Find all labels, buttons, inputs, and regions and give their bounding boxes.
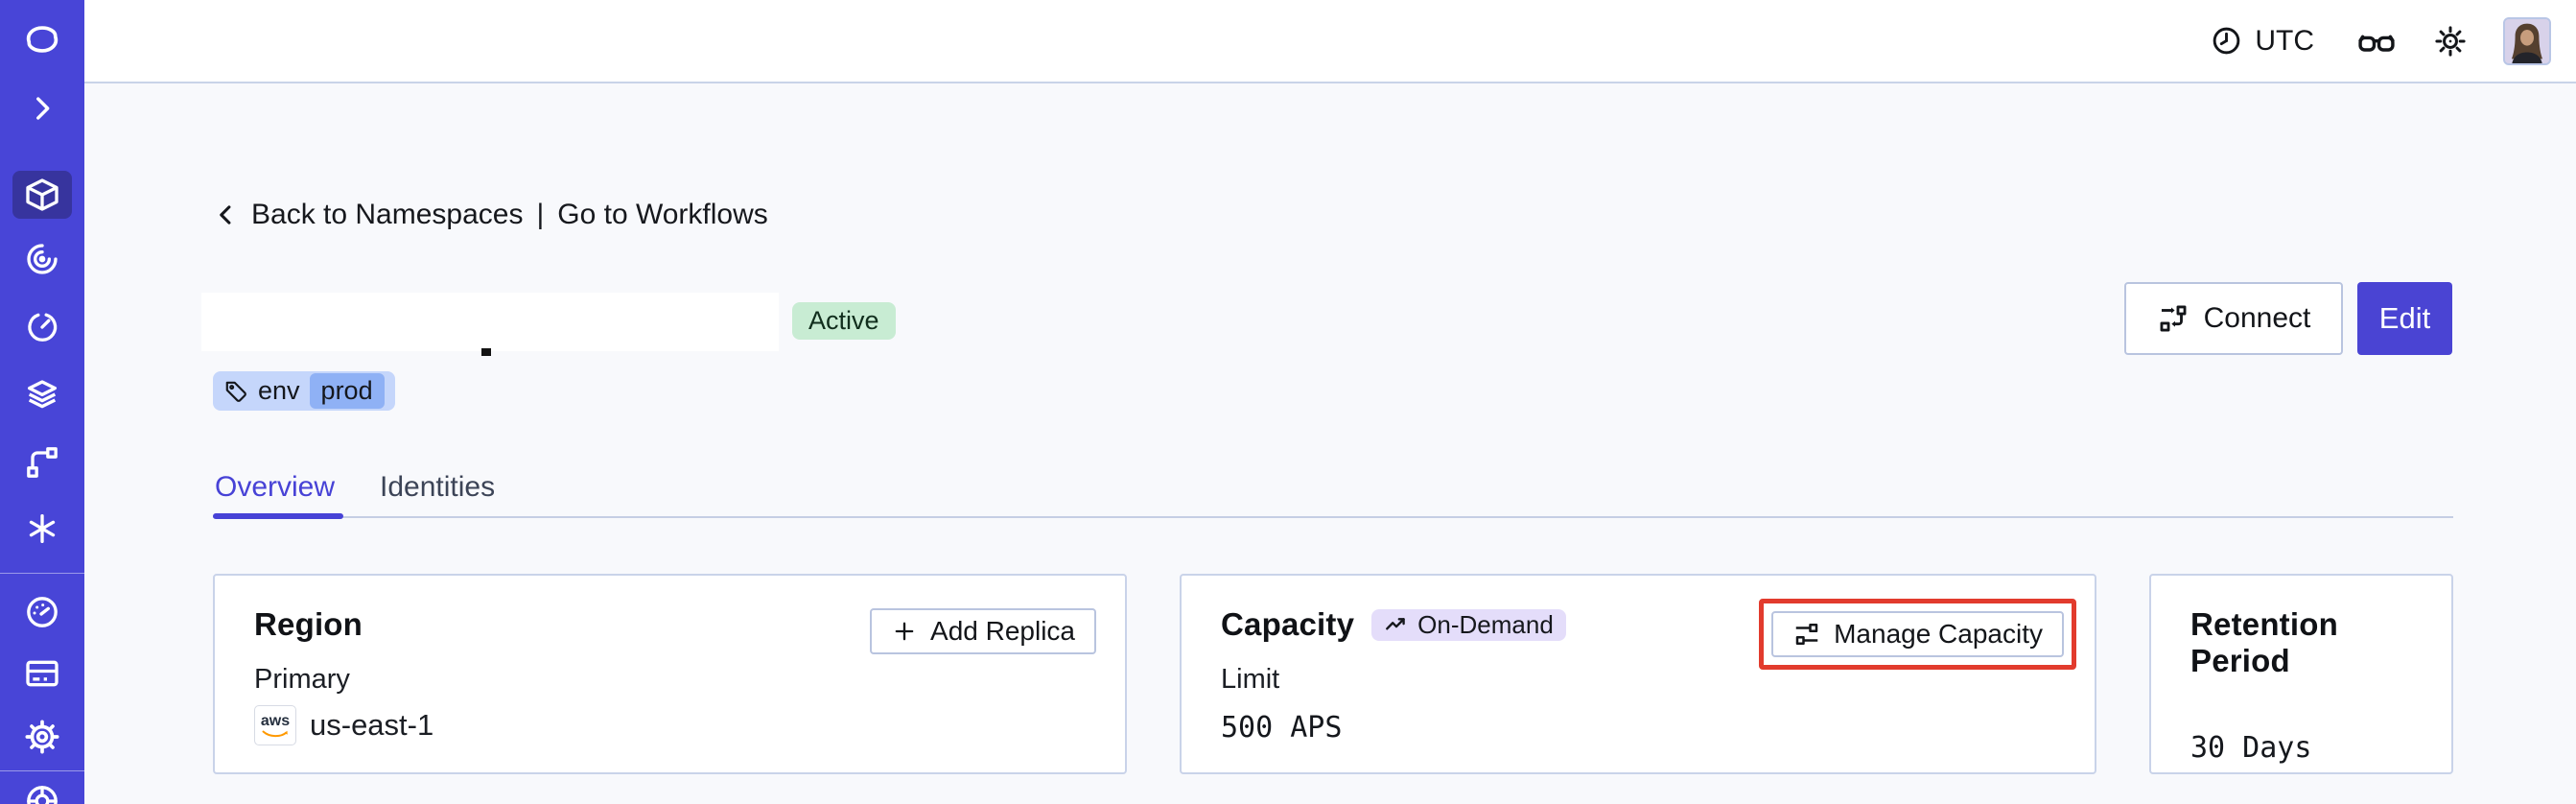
schedules-timer-icon	[23, 308, 61, 346]
clock-icon	[2211, 25, 2242, 57]
back-to-namespaces-link[interactable]: Back to Namespaces	[213, 199, 523, 231]
glasses-icon	[2355, 24, 2398, 59]
tag-value: prod	[309, 373, 385, 409]
topbar: UTC	[84, 0, 2576, 83]
sidebar-item-help[interactable]	[19, 778, 65, 804]
sidebar-divider	[0, 573, 84, 574]
sidebar-item-batch[interactable]	[19, 439, 65, 485]
namespaces-cube-icon	[23, 176, 61, 214]
sidebar	[0, 0, 84, 804]
usage-gauge-icon	[23, 593, 61, 631]
plus-icon	[891, 618, 918, 645]
nexus-iris-icon	[23, 240, 61, 278]
tab-bar: Overview Identities	[215, 471, 495, 504]
sidebar-item-home[interactable]	[19, 16, 65, 62]
limit-label: Limit	[1221, 664, 1280, 695]
namespace-name-descender	[481, 348, 491, 356]
breadcrumb: Back to Namespaces | Go to Workflows	[213, 194, 768, 236]
timezone-label: UTC	[2255, 24, 2314, 57]
workflows-link-label: Go to Workflows	[557, 199, 768, 230]
tag-icon	[223, 379, 248, 404]
primary-label: Primary	[254, 664, 350, 695]
sidebar-item-nexus[interactable]	[19, 236, 65, 282]
aws-provider-badge: aws	[254, 705, 296, 745]
manage-capacity-button[interactable]: Manage Capacity	[1771, 611, 2064, 657]
timezone-button[interactable]: UTC	[2205, 24, 2320, 59]
asterisk-icon	[23, 509, 61, 548]
sidebar-item-namespaces[interactable]	[12, 171, 72, 219]
breadcrumb-separator: |	[536, 199, 545, 230]
trending-up-icon	[1384, 612, 1409, 637]
tag-key: env	[258, 376, 300, 405]
billing-card-icon	[23, 654, 61, 693]
sidebar-expand-button[interactable]	[19, 85, 65, 131]
workflow-connect-icon	[2157, 302, 2190, 335]
back-link-label: Back to Namespaces	[251, 199, 524, 230]
red-highlight-annotation: Manage Capacity	[1759, 599, 2076, 670]
sidebar-item-settings[interactable]	[19, 714, 65, 760]
tab-identities[interactable]: Identities	[380, 471, 496, 503]
sidebar-item-schedules[interactable]	[19, 304, 65, 350]
namespace-tag: env prod	[213, 371, 395, 411]
capacity-value: 500 APS	[1221, 711, 1343, 745]
expand-chevron-icon	[26, 92, 59, 125]
capacity-card-title: Capacity	[1221, 606, 1355, 642]
labs-glasses-button[interactable]	[2355, 24, 2398, 59]
sidebar-item-billing[interactable]	[19, 650, 65, 697]
region-value: us-east-1	[310, 708, 434, 742]
connect-button-label: Connect	[2203, 302, 2311, 334]
go-to-workflows-link[interactable]: Go to Workflows	[557, 199, 768, 231]
connect-button[interactable]: Connect	[2124, 282, 2343, 355]
header-actions: Connect Edit	[2124, 282, 2452, 355]
tab-overview[interactable]: Overview	[215, 471, 336, 503]
settings-gear-icon	[23, 718, 61, 756]
help-lifebuoy-icon	[23, 782, 61, 804]
region-card-title: Region	[254, 606, 363, 642]
add-replica-button[interactable]: Add Replica	[870, 608, 1096, 654]
edit-button-label: Edit	[2378, 301, 2431, 335]
region-card: Region Add Replica Primary aws us-east-1	[213, 574, 1127, 774]
retention-card: Retention Period 30 Days	[2149, 574, 2453, 774]
aws-smile-swoosh	[262, 730, 288, 737]
sidebar-divider	[0, 770, 84, 771]
back-chevron-icon	[213, 199, 240, 231]
temporal-logo-icon	[21, 18, 63, 60]
retention-value: 30 Days	[2190, 731, 2312, 765]
retention-card-title: Retention Period	[2190, 606, 2338, 678]
aws-logo-text: aws	[260, 712, 291, 729]
layers-icon	[23, 374, 61, 413]
capacity-card: Capacity On-Demand	[1180, 574, 2096, 774]
main-content: Back to Namespaces | Go to Workflows Act…	[84, 85, 2576, 804]
tab-active-indicator	[213, 513, 343, 519]
sidebar-item-usage[interactable]	[19, 589, 65, 635]
add-replica-label: Add Replica	[930, 616, 1075, 646]
user-avatar[interactable]	[2503, 16, 2551, 65]
namespace-name-redacted	[201, 293, 779, 351]
workflow-branch-icon	[23, 443, 61, 482]
edit-button[interactable]: Edit	[2357, 282, 2452, 355]
sidebar-item-deployments[interactable]	[19, 370, 65, 416]
brightness-sun-icon	[2433, 24, 2468, 59]
manage-capacity-label: Manage Capacity	[1834, 619, 2043, 649]
tab-track	[213, 516, 2453, 518]
on-demand-badge: On-Demand	[1371, 608, 1566, 641]
sidebar-item-integrations[interactable]	[19, 506, 65, 552]
sliders-icon	[1792, 620, 1821, 649]
summary-cards: Region Add Replica Primary aws us-east-1	[213, 574, 2453, 774]
on-demand-label: On-Demand	[1417, 609, 1554, 639]
namespace-title-row: Active Connect Edit	[201, 282, 2452, 356]
theme-toggle-button[interactable]	[2433, 24, 2468, 59]
status-badge: Active	[792, 302, 896, 340]
